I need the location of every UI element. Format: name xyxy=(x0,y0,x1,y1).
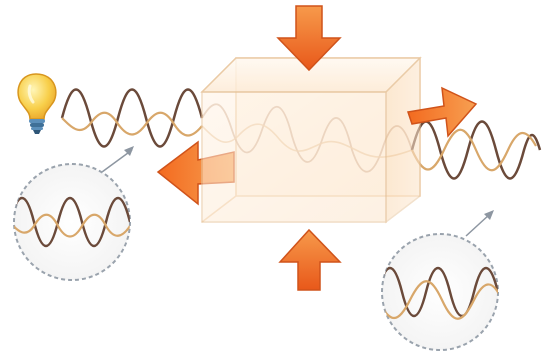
lightbulb-icon xyxy=(17,73,57,134)
crystal-cube-front xyxy=(200,56,422,224)
callout-magnifier-right xyxy=(381,210,499,351)
arrow-down-icon xyxy=(276,5,342,72)
arrow-right-icon xyxy=(407,86,478,138)
callout-magnifier-left xyxy=(13,146,134,281)
arrow-up-icon xyxy=(278,228,342,291)
